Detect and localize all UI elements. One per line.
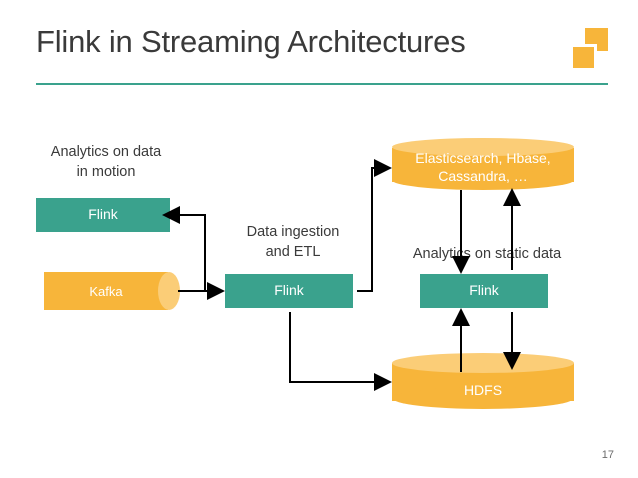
elasticsearch-label: Elasticsearch, Hbase, Cassandra, …: [415, 150, 551, 184]
elasticsearch-bottom-ellipse: [392, 170, 574, 190]
page-number: 17: [601, 449, 614, 461]
kafka-body: [44, 272, 168, 310]
hdfs-top-ellipse: [392, 353, 574, 373]
arrow-flink-center-to-hdfs: [289, 312, 392, 391]
node-kafka[interactable]: Kafka: [36, 272, 180, 310]
node-hdfs[interactable]: HDFS: [392, 353, 574, 410]
logo-square-secondary-icon: [570, 44, 597, 71]
label-data-ingestion: Data ingestion and ETL: [246, 224, 340, 260]
title-divider: [36, 83, 608, 85]
label-analytics-in-motion: Analytics on data in motion: [50, 144, 162, 180]
label-analytics-static: Analytics on static data: [412, 246, 562, 262]
kafka-label: Kafka: [89, 283, 123, 299]
elasticsearch-top-ellipse: [392, 138, 574, 156]
node-flink-right[interactable]: Flink: [420, 274, 548, 308]
hdfs-bottom-ellipse: [392, 387, 574, 409]
node-elasticsearch[interactable]: Elasticsearch, Hbase, Cassandra, …: [392, 138, 574, 190]
page-title: Flink in Streaming Architectures: [36, 24, 466, 59]
node-flink-center[interactable]: Flink: [225, 274, 353, 308]
node-flink-top[interactable]: Flink: [36, 198, 170, 232]
hdfs-label: HDFS: [463, 382, 503, 398]
